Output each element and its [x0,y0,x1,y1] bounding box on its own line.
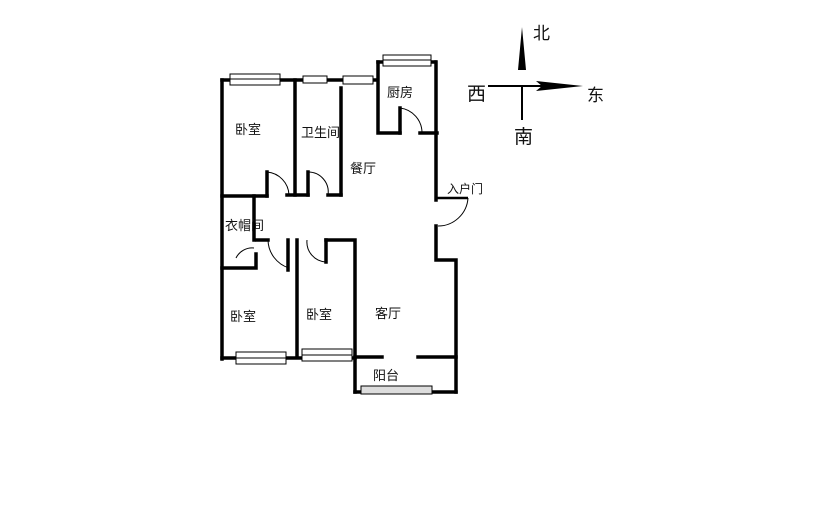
wall [376,60,402,135]
window [360,385,433,395]
door-arc [399,107,423,134]
door-arc [307,171,329,196]
room-label-bedroom-sw: 卧室 [230,310,257,325]
door-arc [266,171,290,196]
room-label-bathroom: 卫生间 [301,126,341,141]
compass-icon [488,27,583,120]
room-label-entrance: 入户门 [447,182,484,196]
compass-north: 北 [533,24,550,44]
compass-west: 西 [467,83,487,105]
door-arc [267,239,290,269]
room-label-living: 客厅 [375,307,402,322]
room-label-kitchen: 厨房 [387,86,414,101]
room-label-bedroom-nw: 卧室 [235,123,262,138]
compass-south: 南 [514,126,534,148]
door-arc [306,239,327,263]
door-arc [235,247,255,259]
wall [324,238,357,394]
room-label-bedroom-s: 卧室 [306,308,333,323]
entry-door-arc [437,197,469,227]
wall [434,224,458,394]
room-label-closet: 衣帽间 [225,219,265,234]
window [302,75,328,84]
room-label-dining: 餐厅 [350,162,377,177]
compass-east: 东 [587,86,604,106]
room-label-balcony: 阳台 [373,369,400,384]
wall [220,252,258,270]
window [342,75,374,85]
